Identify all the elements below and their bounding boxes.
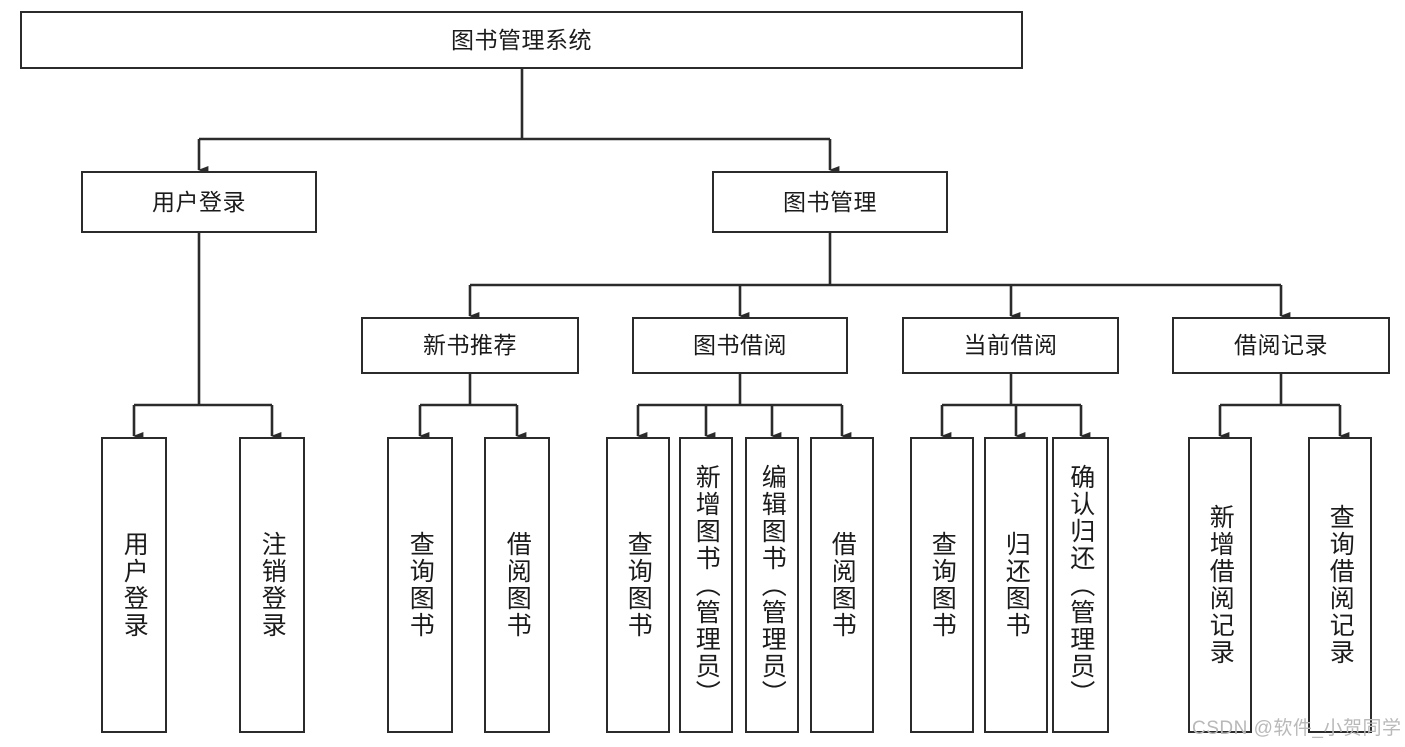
node-leaf-return-book[interactable]: 归还图书 [984, 437, 1048, 733]
node-l3-book-borrow[interactable]: 图书借阅 [632, 317, 848, 374]
node-leaf-query-borrow-record[interactable]: 查询借阅记录 [1308, 437, 1372, 733]
node-label: 用户登录 [152, 188, 246, 215]
node-label: 借阅记录 [1234, 332, 1328, 359]
node-label: 新增借阅记录 [1206, 504, 1235, 666]
node-label: 图书管理系统 [451, 26, 592, 53]
node-leaf-add-borrow-record[interactable]: 新增借阅记录 [1188, 437, 1252, 733]
node-l3-new-book-rec[interactable]: 新书推荐 [361, 317, 579, 374]
node-leaf-logout[interactable]: 注销登录 [239, 437, 305, 733]
node-label: 查询图书 [624, 531, 653, 639]
node-label: 借阅图书 [828, 531, 857, 639]
node-leaf-confirm-return-admin[interactable]: 确认归还（管理员） [1052, 437, 1109, 733]
node-label: 新增图书（管理员） [692, 464, 721, 707]
edge-paths [132, 69, 1350, 441]
node-leaf-borrow-book-1[interactable]: 借阅图书 [484, 437, 550, 733]
node-label: 图书管理 [783, 188, 877, 215]
node-label: 当前借阅 [963, 332, 1058, 359]
node-l2-book-mgmt[interactable]: 图书管理 [712, 171, 948, 233]
node-label: 用户登录 [120, 531, 149, 639]
node-leaf-edit-book-admin[interactable]: 编辑图书（管理员） [745, 437, 799, 733]
node-leaf-query-book-1[interactable]: 查询图书 [387, 437, 453, 733]
csdn-watermark: CSDN @软件_小贺同学 [1192, 718, 1402, 739]
node-leaf-query-book-2[interactable]: 查询图书 [606, 437, 670, 733]
node-label: 查询图书 [928, 531, 957, 639]
node-label: 新书推荐 [423, 332, 517, 359]
node-leaf-user-login[interactable]: 用户登录 [101, 437, 167, 733]
node-l2-user-login[interactable]: 用户登录 [81, 171, 317, 233]
node-leaf-borrow-book-2[interactable]: 借阅图书 [810, 437, 874, 733]
node-leaf-add-book-admin[interactable]: 新增图书（管理员） [679, 437, 733, 733]
node-label: 查询图书 [406, 531, 435, 639]
node-label: 编辑图书（管理员） [758, 464, 787, 707]
node-l3-borrow-record[interactable]: 借阅记录 [1172, 317, 1390, 374]
node-label: 归还图书 [1002, 531, 1031, 639]
node-label: 图书借阅 [693, 332, 787, 359]
node-l3-current-borrow[interactable]: 当前借阅 [902, 317, 1119, 374]
node-leaf-query-book-3[interactable]: 查询图书 [910, 437, 974, 733]
node-label: 确认归还（管理员） [1066, 464, 1095, 707]
node-label: 借阅图书 [503, 531, 532, 639]
node-label: 查询借阅记录 [1326, 504, 1355, 666]
node-root[interactable]: 图书管理系统 [20, 11, 1023, 69]
node-label: 注销登录 [258, 531, 287, 639]
